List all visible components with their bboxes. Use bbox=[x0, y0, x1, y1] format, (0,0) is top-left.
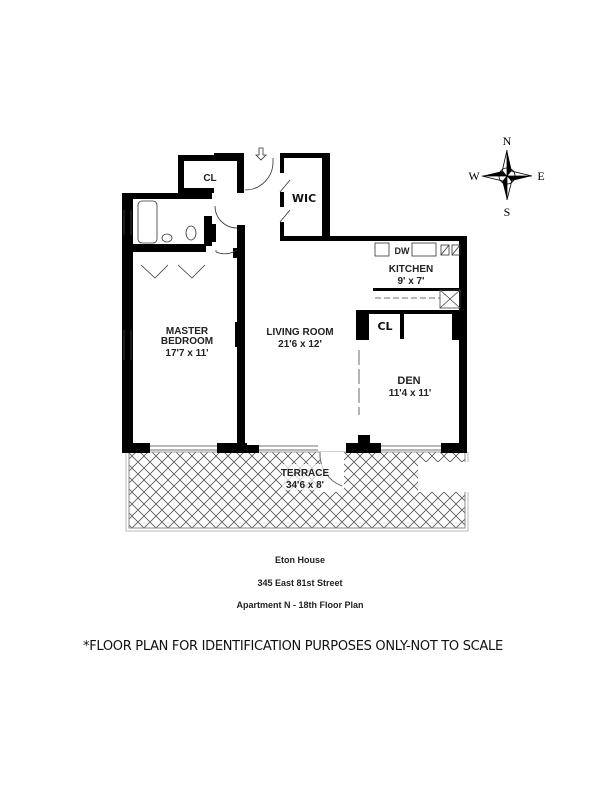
den-label: DEN bbox=[397, 375, 420, 387]
compass-s: S bbox=[504, 205, 511, 219]
den-size: 11'4 x 11' bbox=[389, 388, 432, 399]
compass-e: E bbox=[537, 169, 544, 183]
terrace-label: TERRACE bbox=[281, 468, 330, 479]
compass-n: N bbox=[503, 134, 512, 148]
kitchen-label: KITCHEN bbox=[389, 264, 433, 275]
master-bedroom-label-2: BEDROOM bbox=[161, 336, 213, 347]
unit-title: Apartment N - 18th Floor Plan bbox=[236, 600, 364, 610]
building-name: Eton House bbox=[274, 555, 325, 565]
terrace bbox=[125, 451, 482, 532]
compass-rose-icon bbox=[481, 149, 533, 201]
master-bedroom-label-1: MASTER bbox=[166, 326, 209, 337]
toilet bbox=[185, 225, 197, 241]
dw-label: DW bbox=[395, 246, 410, 256]
den-closet-label: CL bbox=[377, 320, 392, 333]
wic-label: WIC bbox=[292, 192, 316, 205]
entry-arrow-icon bbox=[255, 147, 267, 161]
master-bedroom-size: 17'7 x 11' bbox=[165, 348, 208, 359]
compass-w: W bbox=[468, 169, 480, 183]
building-address: 345 East 81st Street bbox=[257, 578, 343, 588]
kitchen-size: 9' x 7' bbox=[398, 276, 425, 287]
walls bbox=[122, 153, 467, 453]
disclaimer: *FLOOR PLAN FOR IDENTIFICATION PURPOSES … bbox=[83, 639, 503, 654]
kitchen-sink bbox=[374, 242, 390, 257]
fixtures bbox=[137, 147, 461, 279]
sink bbox=[161, 233, 173, 243]
stove bbox=[411, 242, 437, 257]
windows bbox=[123, 210, 461, 451]
living-room-size: 21'6 x 12' bbox=[278, 339, 322, 350]
entry-closet-label: CL bbox=[203, 173, 216, 184]
living-room-label: LIVING ROOM bbox=[266, 327, 333, 338]
bathtub bbox=[137, 200, 158, 244]
terrace-size: 34'6 x 8' bbox=[286, 480, 324, 491]
